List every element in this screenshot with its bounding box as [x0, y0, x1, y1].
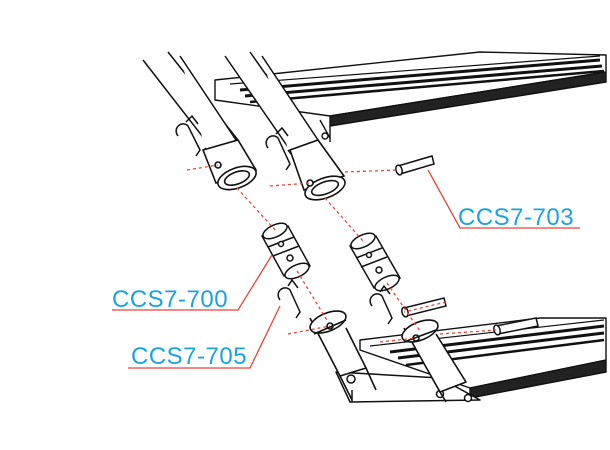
alignment-dashed-lines: [186, 164, 497, 343]
upper-right-tube-end: [288, 139, 346, 201]
callout-label-ccs7-703: CCS7-703: [458, 204, 575, 231]
upper-truss-platform: [214, 51, 607, 142]
callout-leader-lines: [112, 169, 580, 369]
spigot-connector-left: [260, 222, 312, 280]
lower-tube-left: [309, 310, 377, 401]
lower-r-clips: [277, 278, 393, 325]
leader-ccs7-700: [112, 254, 273, 311]
spigot-connector-right: [348, 232, 402, 292]
callout-label-ccs7-700: CCS7-700: [112, 286, 229, 313]
upper-left-tube-end: [201, 139, 258, 191]
lower-tube-right: [401, 319, 467, 403]
leader-ccs7-703: [427, 169, 580, 229]
leader-ccs7-705: [128, 305, 281, 369]
callout-label-ccs7-705: CCS7-705: [131, 343, 248, 370]
upper-r-clips: [175, 114, 291, 171]
